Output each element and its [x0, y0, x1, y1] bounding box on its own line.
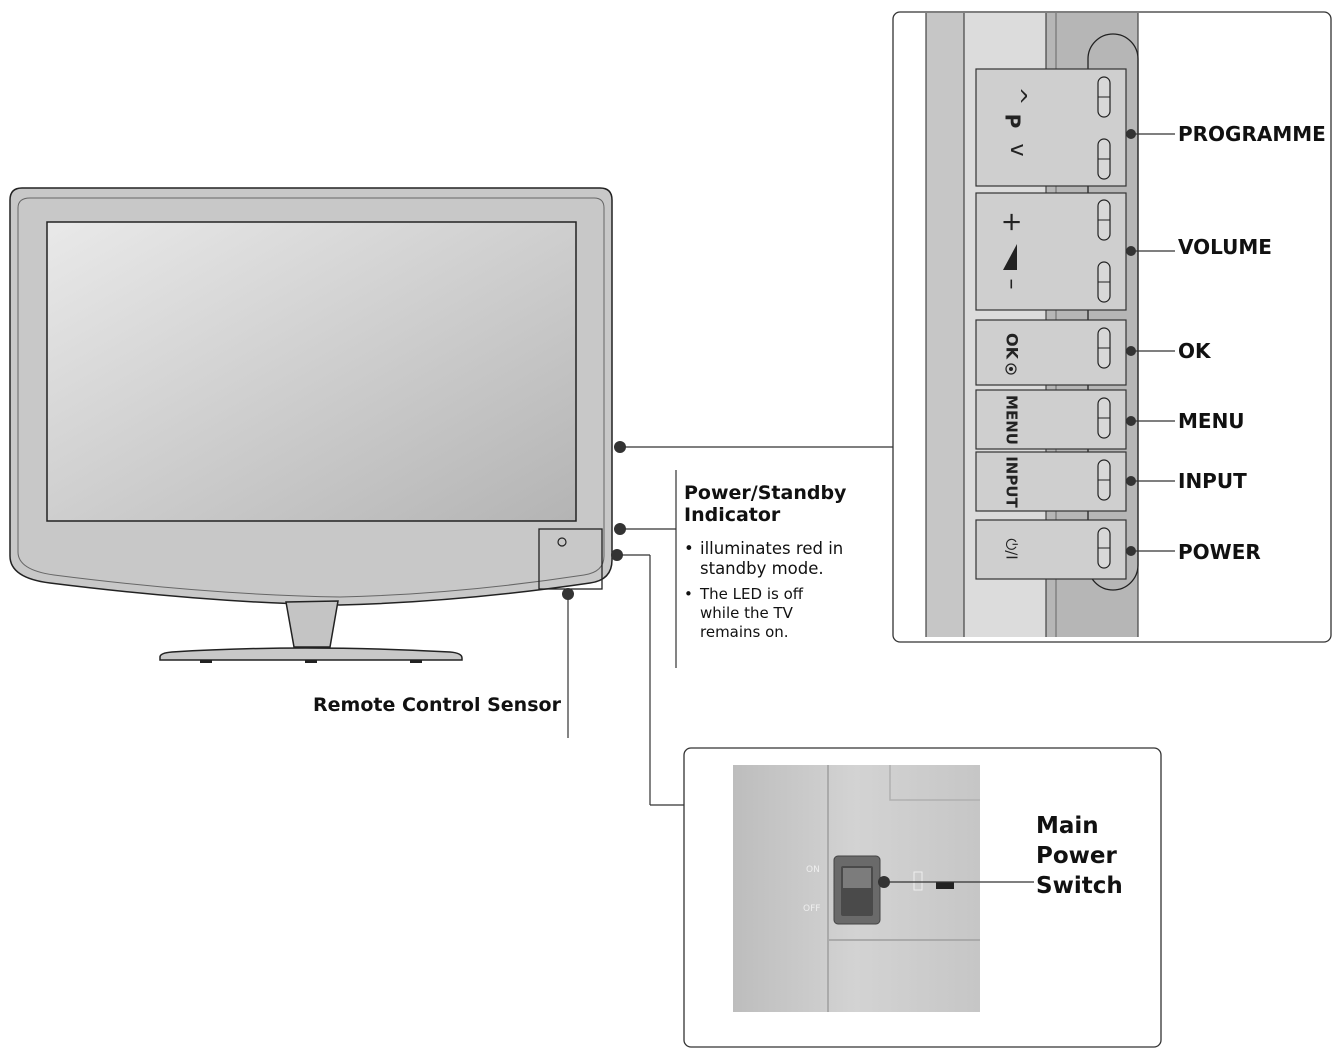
input-mark: INPUT: [1003, 456, 1021, 508]
standby-led: [557, 537, 567, 547]
remote-sensor-label: Remote Control Sensor: [313, 694, 561, 716]
tv-stand: [159, 600, 463, 663]
off-mark: OFF: [803, 904, 820, 914]
main-switch-line3: Switch: [1036, 873, 1123, 899]
power-mark: ⏻/I: [1003, 538, 1021, 559]
main-switch-line1: Main: [1036, 813, 1099, 839]
callout-dot: [611, 549, 623, 561]
ok-mark: OK: [1003, 333, 1022, 360]
menu-mark: MENU: [1003, 395, 1021, 445]
control-panel-inset: [892, 11, 1332, 643]
ok-circle-icon: [1005, 363, 1017, 375]
on-mark: ON: [806, 865, 820, 875]
indicator-title-line2: Indicator: [684, 504, 781, 526]
p-letter-mark: P: [1001, 114, 1025, 129]
menu-label: MENU: [1178, 409, 1245, 433]
input-label: INPUT: [1178, 469, 1247, 493]
indicator-note-standby: illuminates red in standby mode.: [684, 539, 880, 579]
panel-leader-dots: [1126, 129, 1136, 556]
programme-label: PROGRAMME: [1178, 122, 1326, 146]
callout-lines: [567, 446, 893, 806]
power-label: POWER: [1178, 540, 1261, 564]
vol-plus-mark: +: [997, 211, 1027, 233]
vol-minus-mark: –: [999, 279, 1024, 290]
panel-markings: ^ P v + – OK MENU INPUT ⏻/I: [997, 87, 1031, 560]
indicator-title: Power/Standby Indicator: [684, 482, 846, 526]
p-down-mark: v: [1005, 143, 1030, 156]
callout-dot: [562, 588, 574, 600]
ok-label: OK: [1178, 339, 1211, 363]
nub-notches: [1098, 96, 1110, 549]
volume-label: VOLUME: [1178, 235, 1272, 259]
main-switch-line2: Power: [1036, 843, 1117, 869]
indicator-notes: illuminates red in standby mode. The LED…: [684, 539, 884, 648]
main-power-switch-label: Main Power Switch: [1036, 811, 1123, 901]
main-switch-inset: ON OFF: [683, 747, 1162, 1048]
indicator-title-line1: Power/Standby: [684, 482, 847, 504]
panel-leaders: [1131, 133, 1175, 552]
ok-dot-icon: [1009, 367, 1013, 371]
callout-dot: [614, 523, 626, 535]
callout-dot: [614, 441, 626, 453]
volume-wedge-icon: [1003, 244, 1017, 270]
indicator-note-led-off: The LED is off while the TV remains on.: [684, 585, 840, 642]
p-up-mark: ^: [1005, 87, 1030, 105]
tv-screen: [46, 221, 577, 522]
